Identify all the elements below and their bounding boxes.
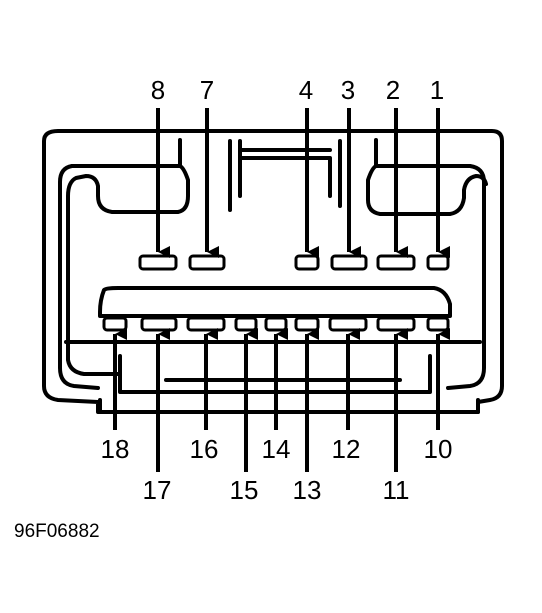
terminal-15	[234, 316, 258, 332]
terminal-13	[294, 316, 320, 332]
connector-housing	[42, 129, 504, 414]
terminal-10	[426, 316, 450, 332]
terminal-8	[138, 254, 178, 271]
housing-bottom-edge	[98, 398, 480, 414]
housing-lower-cavity	[98, 286, 452, 318]
top-pin-labels: 8 7 4 3 2 1	[151, 75, 444, 105]
pin-label-15: 15	[230, 475, 259, 505]
pin-label-3: 3	[341, 75, 355, 105]
housing-inner-wall-left	[58, 164, 100, 390]
terminal-11	[376, 316, 416, 332]
pin-label-8: 8	[151, 75, 165, 105]
bottom-pin-labels-upper: 18 16 14 12 10	[101, 434, 453, 464]
pin-label-1: 1	[430, 75, 444, 105]
pin-label-10: 10	[424, 434, 453, 464]
pin-label-7: 7	[200, 75, 214, 105]
pin-label-16: 16	[190, 434, 219, 464]
bottom-row-terminals	[102, 316, 450, 332]
housing-inner-wall-right	[446, 164, 486, 390]
terminal-18	[102, 316, 128, 332]
bottom-pin-labels-lower: 17 15 13 11	[143, 475, 410, 505]
terminal-4	[294, 254, 320, 271]
terminal-17	[140, 316, 178, 332]
figure-id: 96F06882	[14, 521, 100, 542]
terminal-3	[330, 254, 368, 271]
pin-label-11: 11	[383, 475, 410, 505]
terminal-12	[328, 316, 368, 332]
bottom-leader-arrows	[113, 328, 450, 472]
terminal-16	[186, 316, 226, 332]
housing-lower-ledge	[64, 340, 482, 394]
pin-label-17: 17	[143, 475, 172, 505]
pin-label-18: 18	[101, 434, 130, 464]
pin-label-12: 12	[332, 434, 361, 464]
terminal-1	[426, 254, 450, 271]
housing-right-latch	[366, 138, 488, 216]
housing-center-key	[228, 139, 342, 212]
terminal-14	[264, 316, 288, 332]
pin-label-14: 14	[262, 434, 291, 464]
terminal-2	[376, 254, 416, 271]
top-row-terminals	[138, 254, 450, 271]
pin-label-13: 13	[293, 475, 322, 505]
top-leader-arrows	[156, 108, 450, 258]
housing-outer-shell	[42, 129, 504, 414]
terminal-7	[188, 254, 226, 271]
pin-label-4: 4	[299, 75, 313, 105]
housing-left-latch	[66, 138, 190, 376]
pin-label-2: 2	[386, 75, 400, 105]
